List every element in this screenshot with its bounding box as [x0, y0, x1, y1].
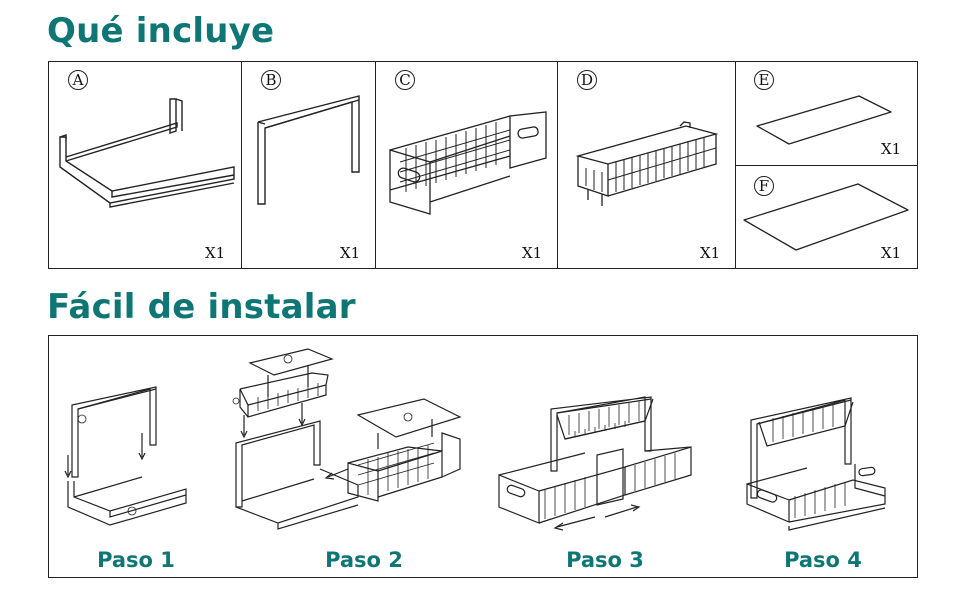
part-a-letter: A: [68, 70, 88, 90]
part-d-qty: X1: [700, 244, 721, 262]
step2-assembly-icon: [232, 348, 462, 530]
part-f-large-mat-icon: [743, 183, 909, 251]
step-4-label: Paso 4: [784, 548, 862, 572]
part-d-letter: D: [577, 70, 597, 90]
part-c-letter: C: [395, 70, 415, 90]
section-title-includes: Qué incluye: [47, 11, 275, 51]
install-steps-panel: [48, 335, 918, 578]
step-3-label: Paso 3: [566, 548, 644, 572]
part-b-qty: X1: [340, 244, 361, 262]
part-e-qty: X1: [881, 140, 902, 158]
part-a-qty: X1: [205, 244, 226, 262]
parts-grid: [48, 61, 918, 269]
step3-assembly-icon: [498, 396, 692, 531]
step4-assembly-icon: [746, 397, 886, 531]
part-d-small-basket-icon: [575, 121, 719, 206]
step-2-label: Paso 2: [325, 548, 403, 572]
part-f-letter: F: [754, 176, 774, 196]
part-f-qty: X1: [881, 244, 902, 262]
part-e-small-mat-icon: [756, 95, 892, 145]
section-title-install: Fácil de instalar: [47, 287, 356, 327]
part-b-letter: B: [261, 70, 281, 90]
step-1-label: Paso 1: [97, 548, 175, 572]
part-b-upright-frame-icon: [257, 95, 360, 205]
part-c-qty: X1: [522, 244, 543, 262]
step1-assembly-icon: [64, 386, 187, 526]
part-a-base-frame-icon: [59, 98, 235, 208]
part-e-letter: E: [754, 70, 774, 90]
part-c-large-basket-icon: [389, 111, 547, 215]
